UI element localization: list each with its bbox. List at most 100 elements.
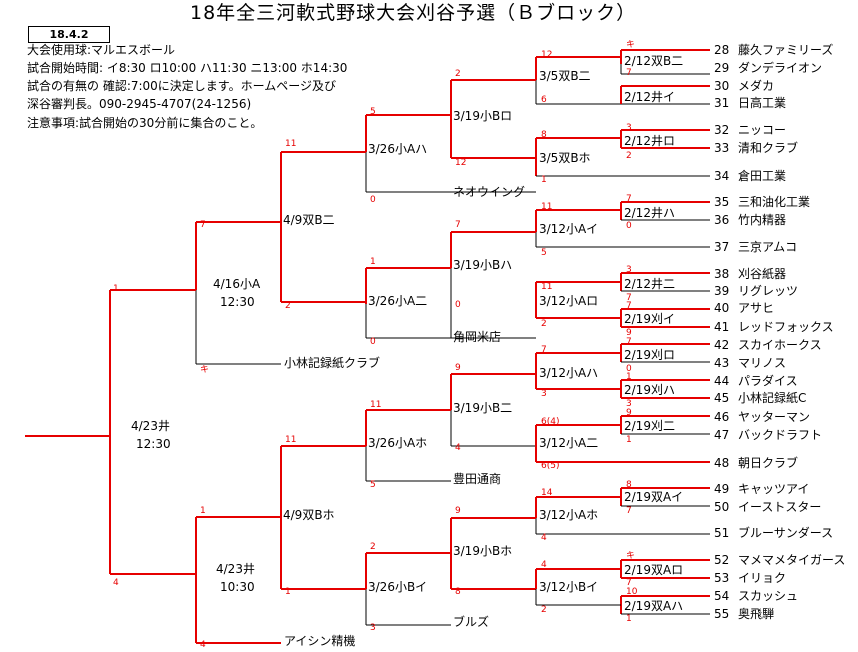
score-mark: 4 xyxy=(200,640,206,650)
score-mark: 0 xyxy=(370,195,376,205)
score-mark: 3 xyxy=(541,389,547,399)
match-label: 3/12小Bイ xyxy=(539,580,599,594)
team-name: リグレッツ xyxy=(738,284,799,298)
team-number: 45 xyxy=(714,391,730,405)
team-name: バックドラフト xyxy=(738,428,823,442)
team-aisin: アイシン精機 xyxy=(284,634,356,648)
score-mark: 0 xyxy=(626,364,632,374)
team-name: 奥飛騨 xyxy=(738,607,775,621)
score-mark: 2 xyxy=(285,301,291,311)
match-label: 3/12小Aロ xyxy=(539,294,599,308)
team-bulls: ブルズ xyxy=(453,615,490,629)
team-number: 41 xyxy=(714,320,730,334)
info-umpire: 深谷審判長。090-2945-4707(24-1256) xyxy=(27,97,252,111)
match-label: 3/19小B二 xyxy=(453,401,513,415)
team-name: ダンデライオン xyxy=(738,61,823,75)
team-name: パラダイス xyxy=(738,374,798,388)
team-name: キャッツアイ xyxy=(738,482,810,496)
match-label: 3/12小Aイ xyxy=(539,222,599,236)
score-mark: 8 xyxy=(626,480,632,490)
match-label: 2/19双Aイ xyxy=(624,490,684,504)
match-label: 3/19小Bロ xyxy=(453,109,513,123)
score-mark: 9 xyxy=(626,408,632,418)
team-name: スカッシュ xyxy=(738,589,799,603)
score-mark: キ xyxy=(626,551,636,561)
score-mark: 7 xyxy=(626,293,632,303)
match-label: 2/12井ロ xyxy=(624,134,675,148)
score-mark: 7 xyxy=(626,68,632,78)
match-label: 2/19刈ロ xyxy=(624,348,675,362)
team-name: 刈谷紙器 xyxy=(738,267,787,281)
team-name: 日高工業 xyxy=(738,96,787,110)
score-mark: 2 xyxy=(370,542,376,552)
team-name: マメマメタイガース xyxy=(738,553,846,567)
team-name: メダカ xyxy=(738,79,775,93)
info-notice: 注意事項:試合開始の30分前に集合のこと。 xyxy=(27,116,263,130)
score-mark: 4 xyxy=(113,578,119,588)
match-label: 3/5双Bホ xyxy=(539,151,591,165)
match-label: 4/9双B二 xyxy=(283,213,335,227)
score-mark: 2 xyxy=(455,69,461,79)
score-mark: 1 xyxy=(541,175,547,185)
score-mark: 11 xyxy=(285,435,297,445)
team-number: 44 xyxy=(714,374,730,388)
score-mark: 7 xyxy=(455,220,461,230)
team-number: 52 xyxy=(714,553,730,567)
team-name: イーストスター xyxy=(738,500,822,514)
score-mark: 6 xyxy=(541,95,547,105)
score-mark: キ xyxy=(626,40,636,50)
team-number: 36 xyxy=(714,213,730,227)
score-mark: 12 xyxy=(455,158,467,168)
score-mark: 9 xyxy=(626,328,632,338)
score-mark: 3 xyxy=(626,265,632,275)
team-number: 34 xyxy=(714,169,730,183)
score-mark: 0 xyxy=(455,300,461,310)
score-mark: 9 xyxy=(455,363,461,373)
team-name: ブルーサンダース xyxy=(738,526,834,540)
score-mark: 0 xyxy=(626,221,632,231)
team-name: 竹内精器 xyxy=(738,213,787,227)
match-label: 4/23井 xyxy=(216,562,255,576)
team-kobayashi-club: 小林記録紙クラブ xyxy=(284,356,381,370)
team-number: 33 xyxy=(714,141,730,155)
team-tsunooka: 角岡米店 xyxy=(453,330,502,344)
match-label: 3/26小Aホ xyxy=(368,436,428,450)
team-name: 三京アムコ xyxy=(738,240,798,254)
score-mark: 7 xyxy=(626,506,632,516)
score-mark: 11 xyxy=(285,139,297,149)
team-number: 39 xyxy=(714,284,730,298)
team-toyota-tsusho: 豊田通商 xyxy=(453,472,502,486)
match-time: 12:30 xyxy=(136,437,171,451)
score-mark: 3 xyxy=(370,623,376,633)
score-mark: 14 xyxy=(541,488,553,498)
score-mark: 7 xyxy=(541,345,547,355)
score-mark: 6(5) xyxy=(541,461,560,471)
team-number: 51 xyxy=(714,526,730,540)
score-mark: 7 xyxy=(200,220,206,230)
team-number: 31 xyxy=(714,96,730,110)
team-number: 40 xyxy=(714,301,730,315)
score-mark: 7 xyxy=(626,194,632,204)
match-label: 3/19小Bホ xyxy=(453,544,513,558)
score-mark: 1 xyxy=(200,506,206,516)
score-mark: 0 xyxy=(370,337,376,347)
score-mark: 2 xyxy=(541,319,547,329)
score-mark: 12 xyxy=(541,50,553,60)
team-number: 54 xyxy=(714,589,730,603)
score-mark: 1 xyxy=(113,284,119,294)
team-number: 49 xyxy=(714,482,730,496)
team-number: 43 xyxy=(714,356,730,370)
score-mark: 7 xyxy=(626,337,632,347)
team-neo-wings: ネオウイング xyxy=(453,185,526,199)
score-mark: 1 xyxy=(626,614,632,624)
score-mark: 1 xyxy=(285,587,291,597)
team-number: 37 xyxy=(714,240,730,254)
score-mark: 4 xyxy=(541,560,547,570)
team-name: 小林記録紙C xyxy=(738,391,807,405)
match-label: 3/12小Aホ xyxy=(539,508,599,522)
score-mark: 1 xyxy=(626,372,632,382)
match-label: 4/9双Bホ xyxy=(283,508,335,522)
team-number: 32 xyxy=(714,123,730,137)
team-number: 53 xyxy=(714,571,730,585)
